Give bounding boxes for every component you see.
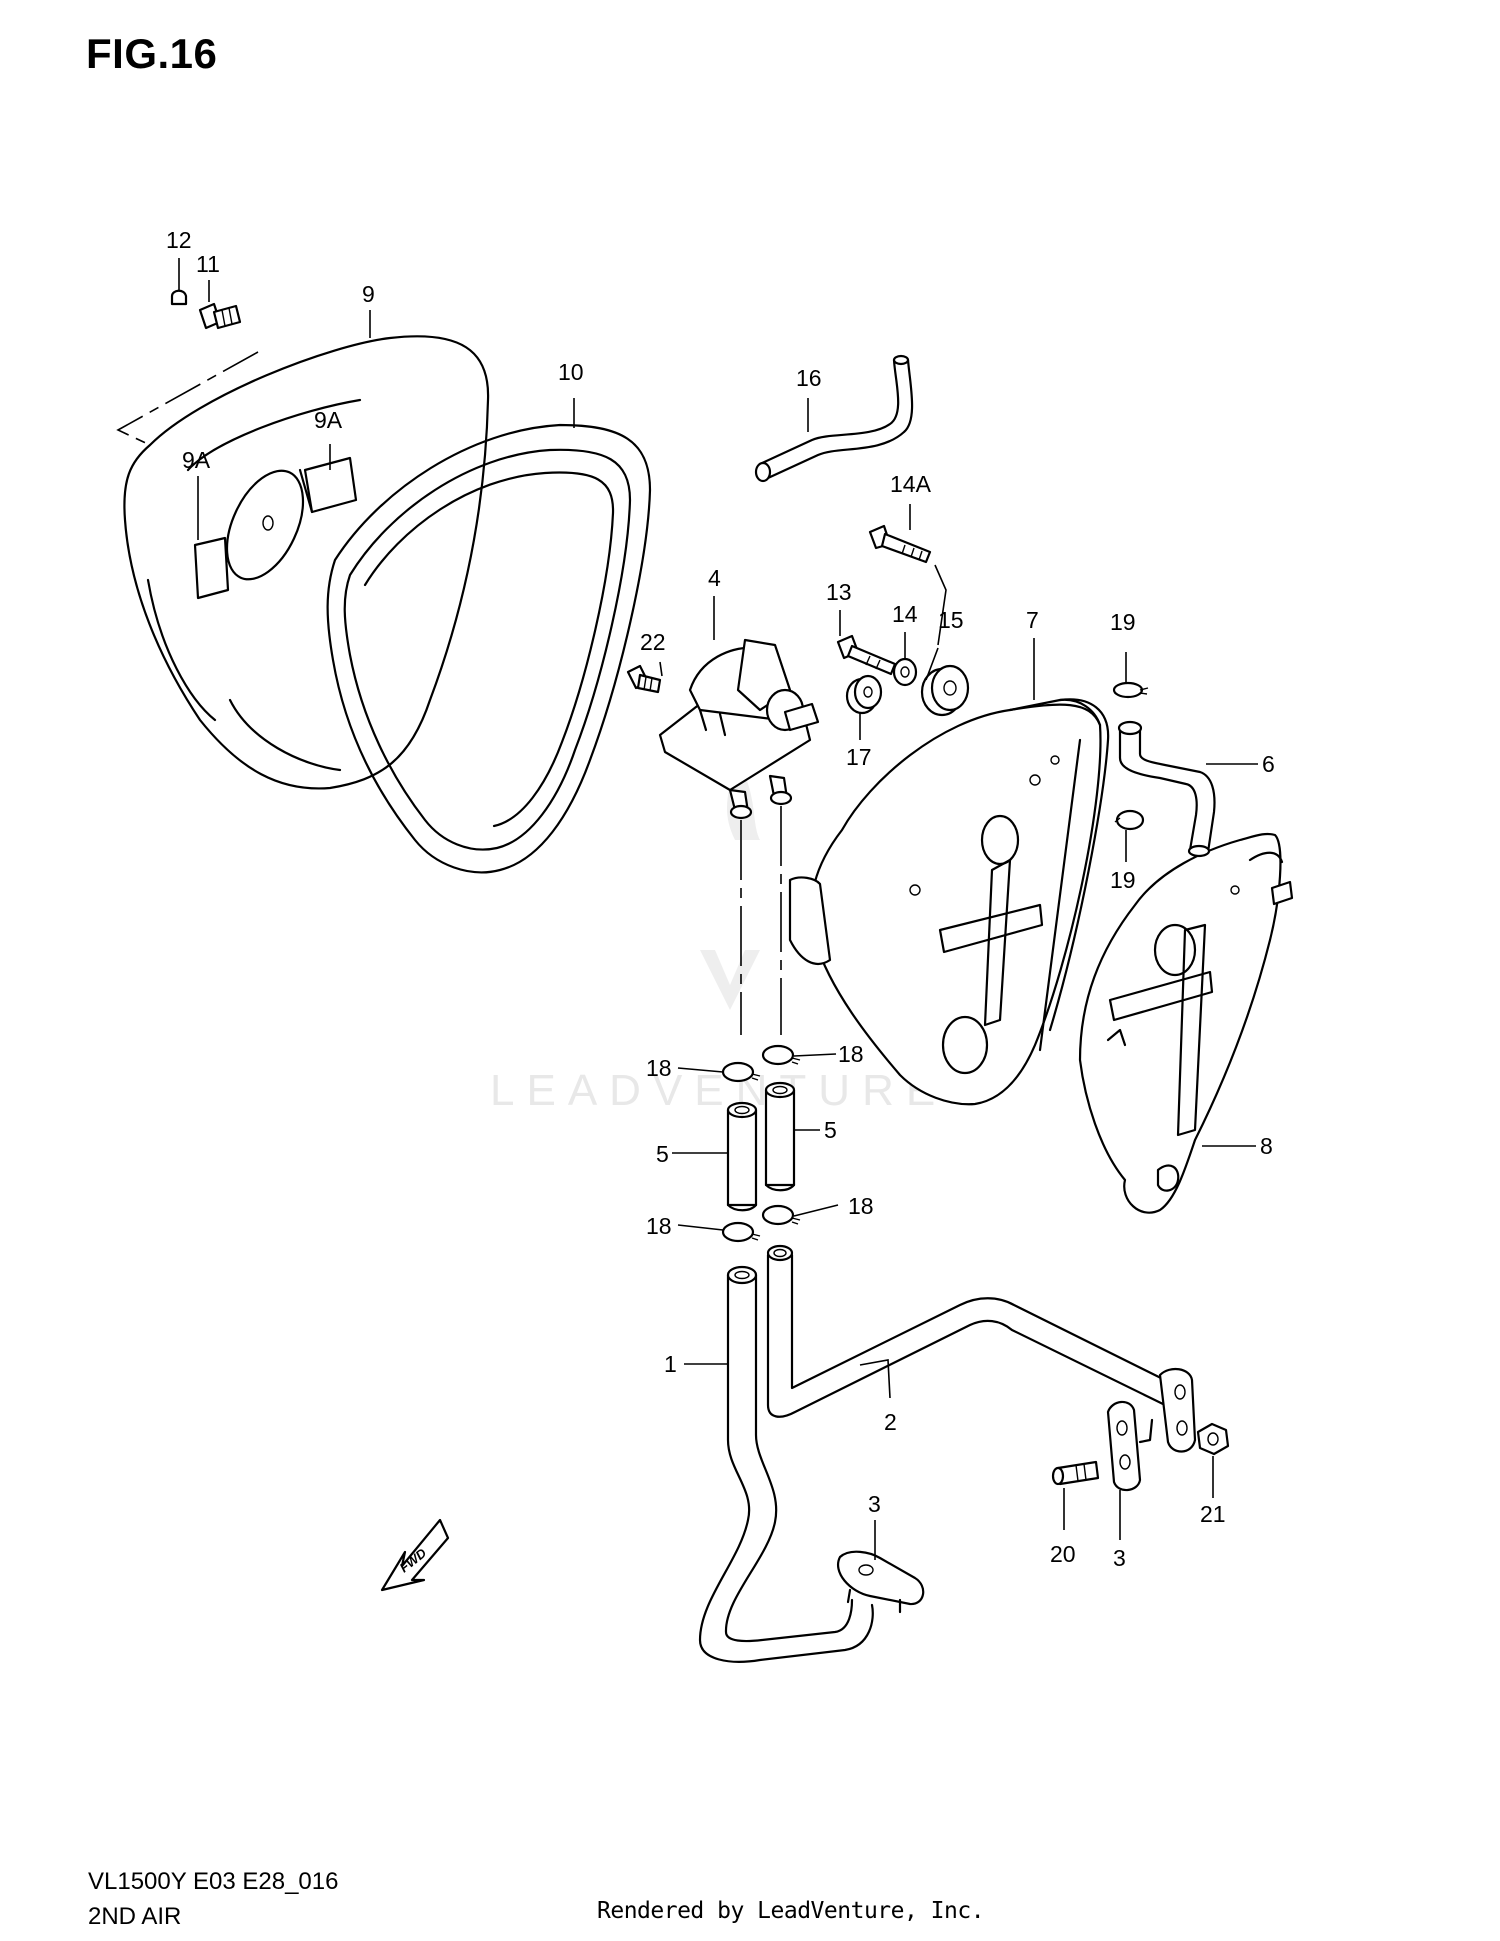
part-17-grommet[interactable] bbox=[845, 674, 883, 715]
callout-18-upper-left: 18 bbox=[646, 1055, 672, 1081]
part-13-bolt[interactable] bbox=[836, 634, 897, 676]
callout-21: 21 bbox=[1200, 1501, 1226, 1527]
callout-20: 20 bbox=[1050, 1541, 1076, 1567]
part-9-cover[interactable] bbox=[123, 335, 490, 790]
part-11-bolt[interactable] bbox=[198, 302, 242, 330]
part-3-gasket-right[interactable] bbox=[1106, 1400, 1142, 1492]
dash-leaders-4-5 bbox=[740, 806, 782, 1035]
part-18-clamp-upper-right[interactable] bbox=[761, 1044, 801, 1066]
pipe-2-flange[interactable] bbox=[1138, 1367, 1197, 1453]
fwd-direction-arrow: FWD bbox=[380, 1518, 450, 1592]
callout-5-left: 5 bbox=[656, 1141, 669, 1167]
callout-3-right: 3 bbox=[1113, 1545, 1126, 1571]
part-14-washer[interactable] bbox=[892, 657, 918, 687]
callout-4: 4 bbox=[708, 565, 721, 591]
dash-leader-9 bbox=[116, 351, 259, 446]
part-21-nut[interactable] bbox=[1196, 1422, 1230, 1456]
callout-3-lower: 3 bbox=[868, 1491, 881, 1517]
part-5-hose-right[interactable] bbox=[764, 1081, 796, 1192]
part-7-housing[interactable] bbox=[788, 698, 1110, 1106]
callout-labels: 12 11 9 10 9A 9A 16 14A 13 14 15 17 4 22… bbox=[166, 227, 1275, 1571]
part-20-stud[interactable] bbox=[1051, 1460, 1100, 1486]
part-14a-bolt[interactable] bbox=[868, 524, 932, 564]
callout-9: 9 bbox=[362, 281, 375, 307]
callout-6: 6 bbox=[1262, 751, 1275, 777]
callout-18-lower-right: 18 bbox=[848, 1193, 874, 1219]
part-8-plate[interactable] bbox=[1078, 832, 1294, 1214]
callout-19-upper: 19 bbox=[1110, 609, 1136, 635]
callout-22: 22 bbox=[640, 629, 666, 655]
callout-16: 16 bbox=[796, 365, 822, 391]
leader-lines bbox=[178, 258, 1258, 1560]
part-6-hose[interactable] bbox=[1117, 720, 1216, 858]
callout-15: 15 bbox=[938, 607, 964, 633]
callout-7: 7 bbox=[1026, 607, 1039, 633]
part-2-pipe[interactable] bbox=[766, 1244, 1177, 1418]
callout-12: 12 bbox=[166, 227, 192, 253]
part-1-pipe[interactable] bbox=[698, 1265, 874, 1663]
callout-8: 8 bbox=[1260, 1133, 1273, 1159]
callout-18-lower-left: 18 bbox=[646, 1213, 672, 1239]
part-18-clamp-lower-left[interactable] bbox=[721, 1221, 761, 1243]
callout-9a-upper: 9A bbox=[314, 407, 343, 433]
part-22-bolt[interactable] bbox=[626, 664, 662, 694]
callout-2: 2 bbox=[884, 1409, 897, 1435]
part-16-hose[interactable] bbox=[754, 354, 914, 483]
part-4-reed-valve[interactable] bbox=[658, 638, 820, 820]
callout-14a: 14A bbox=[890, 471, 932, 497]
callout-17: 17 bbox=[846, 744, 872, 770]
callout-9a-lower: 9A bbox=[182, 447, 211, 473]
callout-14: 14 bbox=[892, 601, 918, 627]
callout-11: 11 bbox=[196, 251, 220, 277]
callout-19-lower: 19 bbox=[1110, 867, 1136, 893]
part-18-clamp-lower-right[interactable] bbox=[761, 1204, 801, 1226]
callout-1: 1 bbox=[664, 1351, 677, 1377]
callout-13: 13 bbox=[826, 579, 852, 605]
model-code: VL1500Y E03 E28_016 bbox=[88, 1868, 339, 1895]
part-18-clamp-upper-left[interactable] bbox=[721, 1061, 761, 1083]
callout-10: 10 bbox=[558, 359, 584, 385]
callout-18-upper-right: 18 bbox=[838, 1041, 864, 1067]
rendered-by-credit: Rendered by LeadVenture, Inc. bbox=[597, 1898, 985, 1924]
part-19-clip-upper[interactable] bbox=[1112, 681, 1149, 699]
part-5-hose-left[interactable] bbox=[726, 1101, 758, 1212]
part-10-gasket[interactable] bbox=[326, 423, 652, 874]
part-12-screw[interactable] bbox=[170, 289, 188, 306]
callout-5-right: 5 bbox=[824, 1117, 837, 1143]
watermark-text: LEADVENTURE bbox=[490, 1066, 947, 1115]
part-3-gasket-lower[interactable] bbox=[837, 1550, 925, 1614]
figure-title: FIG.16 bbox=[86, 30, 218, 77]
part-19-clip-lower[interactable] bbox=[1114, 809, 1145, 831]
figure-subtitle: 2ND AIR bbox=[88, 1903, 182, 1930]
part-15-grommet[interactable] bbox=[920, 664, 970, 717]
